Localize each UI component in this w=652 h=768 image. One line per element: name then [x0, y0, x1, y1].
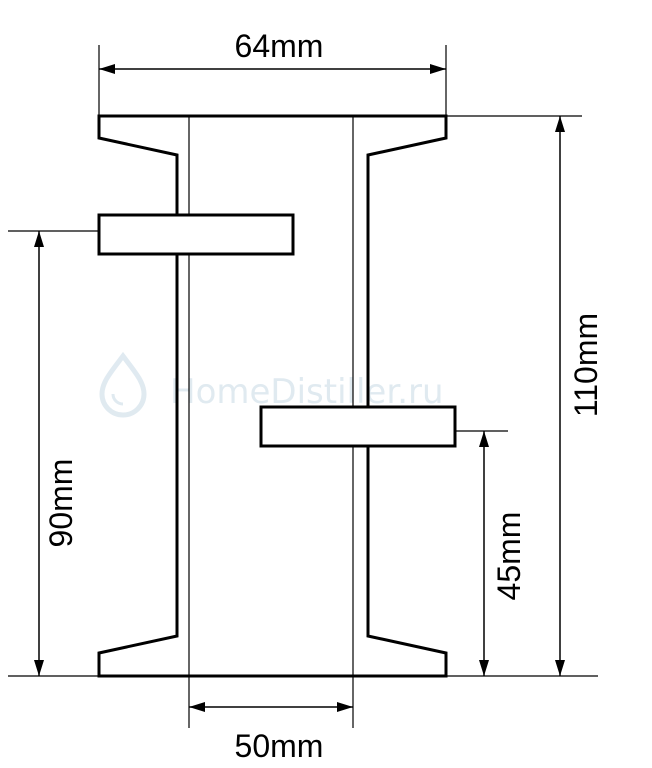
upper-shelf [97, 213, 295, 256]
watermark: HomeDistiller.ru [99, 351, 444, 418]
lower-shelf [259, 405, 457, 448]
label-upper-shelf-height: 45mm [491, 512, 527, 601]
label-top-width: 64mm [235, 28, 324, 64]
label-total-height: 110mm [568, 313, 604, 417]
label-inner-width: 50mm [235, 728, 324, 764]
water-drop-icon [99, 351, 147, 418]
label-lower-shelf-height: 90mm [43, 459, 79, 548]
watermark-text: HomeDistiller.ru [170, 372, 444, 412]
